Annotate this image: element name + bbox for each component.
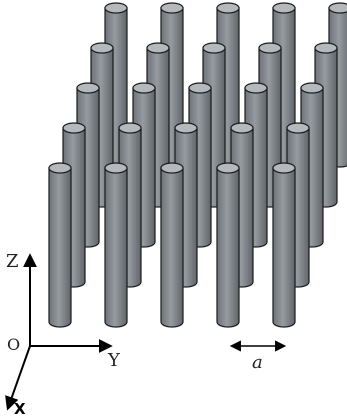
rod-top-cap bbox=[76, 82, 100, 94]
rod-top-cap bbox=[104, 162, 128, 174]
rod-top-cap bbox=[272, 162, 296, 174]
rod-body bbox=[104, 167, 128, 328]
origin-label: O bbox=[7, 335, 20, 354]
rod-top-cap bbox=[244, 82, 268, 94]
rod-top-cap bbox=[132, 82, 156, 94]
coordinate-axes: Z Y X O bbox=[5, 251, 121, 418]
rod-top-cap bbox=[160, 162, 184, 174]
rod bbox=[160, 162, 184, 328]
rod bbox=[272, 162, 296, 328]
rod-top-cap bbox=[286, 122, 310, 134]
x-axis-label: X bbox=[14, 400, 26, 418]
rod-top-cap bbox=[314, 42, 338, 54]
rod-top-cap bbox=[258, 42, 282, 54]
rod-top-cap bbox=[118, 122, 142, 134]
rod-top-cap bbox=[230, 122, 254, 134]
rod-array bbox=[48, 2, 347, 328]
rod-top-cap bbox=[104, 2, 128, 14]
rod-top-cap bbox=[202, 42, 226, 54]
rod-body bbox=[216, 167, 240, 328]
rod-body bbox=[272, 167, 296, 328]
rod-body bbox=[160, 167, 184, 328]
z-axis-label: Z bbox=[6, 251, 19, 272]
rod-top-cap bbox=[174, 122, 198, 134]
lattice-spacing-indicator: a bbox=[229, 340, 287, 373]
rod-top-cap bbox=[216, 162, 240, 174]
rod-top-cap bbox=[160, 2, 184, 14]
rod-top-cap bbox=[272, 2, 296, 14]
y-axis-label: Y bbox=[107, 350, 121, 371]
rod bbox=[104, 162, 128, 328]
rod-top-cap bbox=[300, 82, 324, 94]
rod-top-cap bbox=[328, 2, 347, 14]
rod-top-cap bbox=[146, 42, 170, 54]
rod-top-cap bbox=[188, 82, 212, 94]
x-axis bbox=[5, 345, 31, 411]
rod bbox=[216, 162, 240, 328]
rod-top-cap bbox=[90, 42, 114, 54]
rod-body bbox=[48, 167, 72, 328]
rod-top-cap bbox=[216, 2, 240, 14]
rod bbox=[48, 162, 72, 328]
lattice-constant-label: a bbox=[252, 352, 263, 373]
rod-top-cap bbox=[48, 162, 72, 174]
rod-top-cap bbox=[62, 122, 86, 134]
